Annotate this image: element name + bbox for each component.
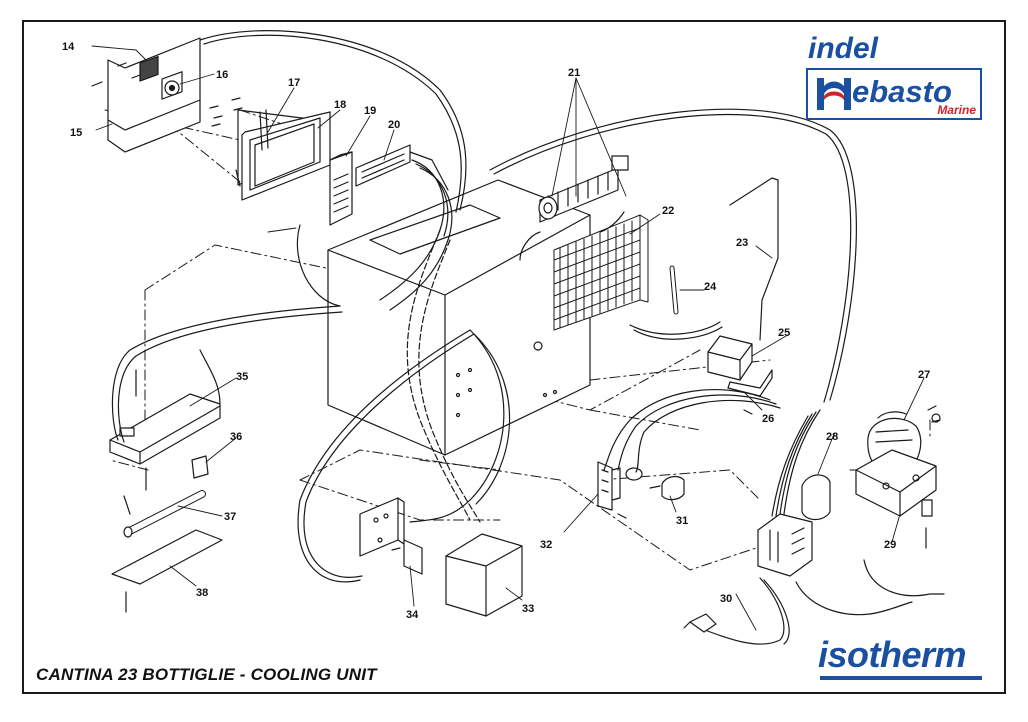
callout-15: 15	[70, 127, 82, 139]
callout-leaders	[91, 45, 925, 631]
logo-webasto-text: ebasto	[852, 74, 952, 109]
callout-28: 28	[826, 431, 838, 443]
part-capillary-tube	[729, 177, 779, 341]
callout-23: 23	[736, 237, 748, 249]
indel-webasto-logo: indel ebasto Marine	[800, 32, 986, 122]
part-drier-filter	[629, 265, 723, 340]
part-control-cover	[329, 151, 353, 226]
callout-26: 26	[762, 413, 774, 425]
callout-30: 30	[720, 593, 732, 605]
part-lamp-tube	[123, 490, 206, 538]
diagram-title: CANTINA 23 BOTTIGLIE - COOLING UNIT	[36, 665, 377, 684]
callout-20: 20	[388, 119, 400, 131]
logo-marine-text: Marine	[937, 103, 976, 117]
callout-33: 33	[522, 603, 534, 615]
callout-19: 19	[364, 105, 376, 117]
callout-34: 34	[406, 609, 419, 621]
callout-21: 21	[568, 67, 580, 79]
callout-36: 36	[230, 431, 242, 443]
logo-isotherm-underline	[820, 676, 982, 680]
part-evaporator-frame	[209, 97, 331, 201]
part-junction-box	[757, 513, 813, 577]
logo-indel-text: indel	[808, 32, 879, 65]
logo-webasto-box: ebasto Marine	[806, 68, 982, 120]
part-thermostat-board	[355, 144, 449, 191]
callout-24: 24	[704, 281, 717, 293]
callout-27: 27	[918, 369, 930, 381]
callout-31: 31	[676, 515, 688, 527]
part-condenser-fan	[538, 155, 629, 223]
webasto-w-mark-icon	[817, 78, 851, 110]
logo-isotherm-text: isotherm	[818, 634, 967, 675]
part-lamp-housing	[109, 369, 221, 515]
callout-18: 18	[334, 99, 346, 111]
callout-32: 32	[540, 539, 552, 551]
cabinet-body	[327, 179, 591, 456]
callout-22: 22	[662, 205, 674, 217]
callout-38: 38	[196, 587, 208, 599]
callout-37: 37	[224, 511, 236, 523]
callout-35: 35	[236, 371, 248, 383]
part-relay-cover	[801, 474, 831, 521]
part-electronic-module	[445, 533, 523, 617]
part-power-cable	[683, 577, 790, 645]
callout-25: 25	[778, 327, 790, 339]
callout-16: 16	[216, 69, 228, 81]
part-control-pcb	[359, 497, 423, 575]
part-compressor-base	[855, 405, 941, 549]
part-fan-panel	[91, 37, 201, 153]
callout-17: 17	[288, 77, 300, 89]
part-mounting-bracket	[597, 461, 627, 519]
part-lamp-cover	[111, 529, 223, 613]
wiring-harness	[111, 30, 945, 616]
isotherm-logo: isotherm	[818, 634, 986, 680]
callout-29: 29	[884, 539, 896, 551]
part-drain-tray	[707, 335, 773, 415]
callout-numbers: 14 15 16 17 18 19 20 21 22 23 24 25 26 2…	[62, 41, 930, 621]
part-capacitor	[625, 467, 685, 501]
callout-14: 14	[62, 41, 75, 53]
